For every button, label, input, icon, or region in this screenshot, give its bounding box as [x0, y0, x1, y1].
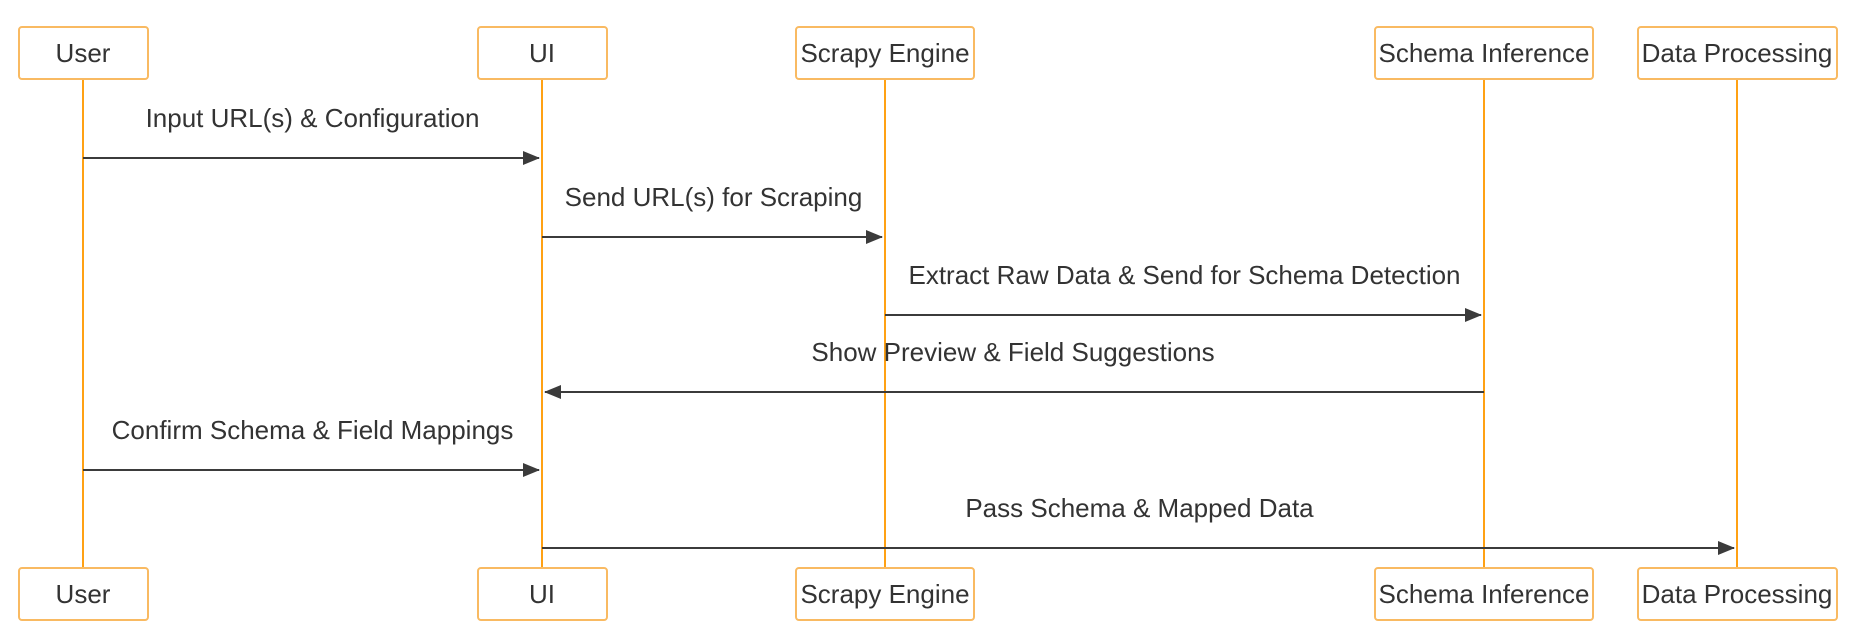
actor-box-user-top: User	[17, 26, 149, 80]
message-line	[885, 314, 1481, 316]
message-arrowhead	[523, 151, 540, 165]
actor-label-scrapy: Scrapy Engine	[800, 38, 970, 68]
actor-label-scrapy: Scrapy Engine	[800, 579, 970, 609]
message-label: Confirm Schema & Field Mappings	[111, 415, 514, 445]
message-arrowhead	[544, 385, 561, 399]
message-arrowhead	[1465, 308, 1482, 322]
actor-box-scrapy-bottom: Scrapy Engine	[795, 567, 975, 621]
actor-box-ui-top: UI	[476, 26, 608, 80]
message-label: Send URL(s) for Scraping	[564, 182, 863, 212]
message-arrowhead	[523, 463, 540, 477]
message-arrowhead	[866, 230, 883, 244]
message-line	[545, 391, 1484, 393]
message-line	[83, 157, 539, 159]
lifeline-data	[1736, 80, 1738, 567]
message-label: Extract Raw Data & Send for Schema Detec…	[908, 260, 1461, 290]
lifeline-user	[82, 80, 84, 567]
actor-box-scrapy-top: Scrapy Engine	[795, 26, 975, 80]
actor-label-schema: Schema Inference	[1378, 38, 1590, 68]
message-line	[542, 547, 1734, 549]
lifeline-schema	[1483, 80, 1485, 567]
message-line	[83, 469, 539, 471]
actor-label-user: User	[55, 38, 111, 68]
actor-label-ui: UI	[529, 579, 555, 609]
message-label: Pass Schema & Mapped Data	[965, 493, 1314, 523]
actor-box-user-bottom: User	[17, 567, 149, 621]
actor-box-schema-top: Schema Inference	[1374, 26, 1594, 80]
actor-label-data: Data Processing	[1641, 579, 1833, 609]
message-label: Show Preview & Field Suggestions	[811, 337, 1215, 367]
message-arrowhead	[1718, 541, 1735, 555]
actor-box-schema-bottom: Schema Inference	[1374, 567, 1594, 621]
message-label: Input URL(s) & Configuration	[145, 103, 480, 133]
actor-box-data-bottom: Data Processing	[1636, 567, 1838, 621]
actor-label-user: User	[55, 579, 111, 609]
lifeline-ui	[541, 80, 543, 567]
lifeline-scrapy	[884, 80, 886, 567]
actor-label-schema: Schema Inference	[1378, 579, 1590, 609]
message-line	[542, 236, 882, 238]
actor-label-data: Data Processing	[1641, 38, 1833, 68]
actor-box-ui-bottom: UI	[476, 567, 608, 621]
actor-label-ui: UI	[529, 38, 555, 68]
actor-box-data-top: Data Processing	[1636, 26, 1838, 80]
